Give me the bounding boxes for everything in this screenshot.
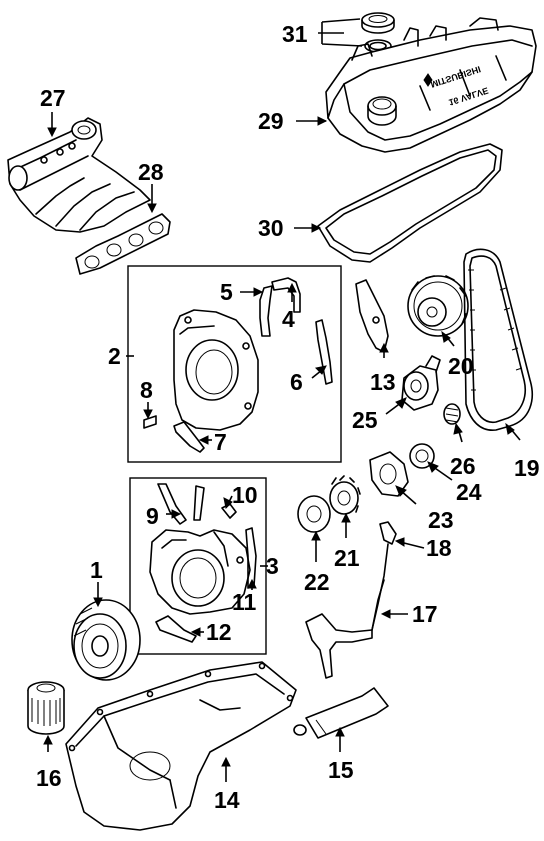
three-diamond-logo-icon [423, 73, 433, 87]
arrow-12 [190, 627, 201, 637]
tensioner-spring [443, 403, 461, 425]
callout-16: 16 [36, 765, 62, 791]
arrow-27 [47, 127, 57, 138]
arrow-10 [223, 497, 233, 510]
callout-1: 1 [90, 557, 103, 583]
arrow-8 [143, 409, 153, 420]
timing-cover-bolt-8 [143, 415, 157, 429]
callout-23: 23 [428, 507, 454, 533]
callout-19: 19 [514, 455, 540, 481]
callout-22: 22 [304, 569, 330, 595]
arrow-4 [287, 282, 297, 293]
arrow-21 [341, 512, 351, 523]
callout-2: 2 [108, 343, 121, 369]
callout-14: 14 [214, 787, 240, 813]
intake-manifold [7, 117, 151, 233]
arrow-6 [314, 365, 327, 375]
valve-cover-gasket [317, 143, 503, 263]
lower-timing-cover [149, 529, 251, 615]
arrow-14 [221, 756, 231, 767]
callout-21: 21 [334, 545, 360, 571]
callout-5: 5 [220, 279, 233, 305]
callout-30: 30 [258, 215, 284, 241]
oil-filler-cap [361, 12, 395, 34]
timing-cover-seal-12 [155, 615, 197, 643]
arrow-5 [253, 287, 264, 297]
timing-belt [463, 248, 534, 431]
callout-20: 20 [448, 353, 474, 379]
crankshaft-sprocket [329, 475, 361, 515]
intake-manifold-gasket [75, 213, 171, 275]
callout-29: 29 [258, 108, 284, 134]
arrow-29 [317, 116, 328, 126]
callout-28: 28 [138, 159, 164, 185]
arrow-23 [395, 485, 407, 497]
arrow-20 [441, 330, 451, 343]
timing-cover-seal-7 [173, 421, 205, 453]
callout-25: 25 [352, 407, 378, 433]
callout-6: 6 [290, 369, 303, 395]
callout-11: 11 [232, 589, 257, 615]
timing-cover-seal-4 [271, 277, 301, 313]
arrow-22 [311, 530, 321, 541]
callout-3: 3 [266, 553, 279, 579]
timing-cover-seal-9 [157, 483, 205, 525]
upper-timing-cover-group-box [127, 265, 342, 463]
callout-13: 13 [370, 369, 396, 395]
timing-cover-seal-6 [315, 319, 333, 385]
callout-18: 18 [426, 535, 452, 561]
arrow-17 [380, 609, 391, 619]
oil-filter [27, 681, 65, 735]
arrow-11 [247, 578, 257, 589]
arrow-26 [453, 422, 463, 435]
leader-31 [318, 18, 363, 47]
callout-12: 12 [206, 619, 232, 645]
arrow-25 [395, 397, 407, 409]
callout-31: 31 [282, 21, 308, 47]
arrow-15 [335, 726, 345, 737]
callout-15: 15 [328, 757, 354, 783]
crankshaft-pulley [71, 599, 141, 681]
arrow-30 [311, 223, 322, 233]
arrow-18 [394, 537, 405, 547]
arrow-16 [43, 734, 53, 745]
callout-26: 26 [450, 453, 476, 479]
callout-24: 24 [456, 479, 482, 505]
arrow-9 [171, 509, 182, 519]
valve-cover: MITSUBISHI 16 VALVE [325, 17, 537, 153]
arrow-28 [147, 203, 157, 214]
callout-7: 7 [214, 429, 227, 455]
arrow-24 [427, 461, 439, 473]
arrow-7 [198, 435, 209, 445]
dipstick-tube [305, 579, 385, 679]
arrow-13 [379, 342, 389, 353]
oil-pan [65, 661, 297, 831]
callout-9: 9 [146, 503, 159, 529]
timing-belt-tensioner [401, 355, 441, 411]
camshaft-sprocket [407, 275, 469, 337]
upper-timing-cover [173, 309, 259, 431]
callout-27: 27 [40, 85, 66, 111]
timing-belt-rear-bracket [355, 279, 389, 353]
sealant-tube [293, 687, 389, 739]
callout-10: 10 [232, 482, 258, 508]
callout-8: 8 [140, 377, 153, 403]
arrow-19 [505, 422, 515, 435]
callout-4: 4 [282, 306, 295, 332]
arrow-1 [93, 597, 103, 608]
callout-17: 17 [412, 601, 438, 627]
crank-flange-washer [297, 495, 331, 533]
timing-cover-seal-11 [245, 527, 257, 589]
timing-cover-seal-upper [259, 285, 273, 337]
